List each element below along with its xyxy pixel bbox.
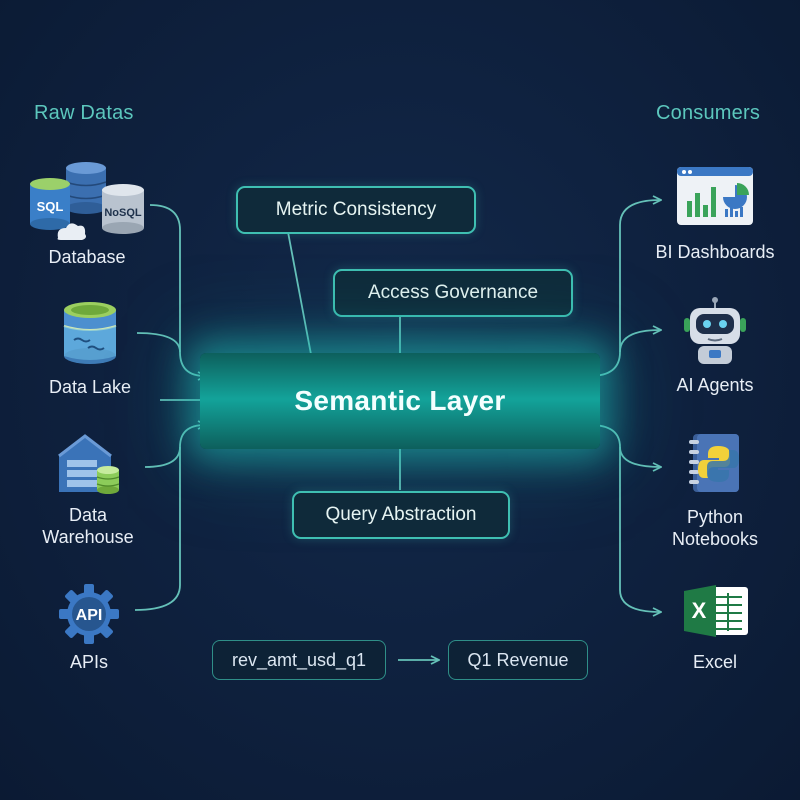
source-label: Database [48,247,126,267]
connector-data-lake [136,332,181,353]
source-label: Data Warehouse [42,505,134,547]
svg-text:SQL: SQL [37,199,64,214]
consumer-label: AI Agents [676,375,754,395]
consumer-python-notebooks: Python Notebooks [650,432,780,550]
python-notebook-icon [689,434,739,492]
source-apis: API APIs [34,583,144,673]
dashboard-icon [677,167,753,225]
semantic-layer-title: Semantic Layer [294,385,506,416]
raw-datas-title: Raw Datas [34,102,134,124]
consumer-bi-dashboards: BI Dashboards [640,165,790,263]
source-data-lake: Data Lake [40,300,140,398]
data-lake-icon [63,302,117,364]
svg-text:NoSQL: NoSQL [104,207,142,219]
consumer-label: Excel [692,652,737,672]
svg-text:X: X [692,598,707,623]
feature-access-governance: Access Governance [333,269,573,317]
consumers-title: Consumers [656,102,761,124]
data-warehouse-icon [58,434,120,494]
consumer-excel: X Excel [660,583,770,673]
source-label: Data Lake [48,377,132,397]
consumer-label: Python Notebooks [671,507,759,549]
source-label: APIs [69,652,108,672]
semantic-layer: Semantic Layer [200,353,600,449]
source-data-warehouse: Data Warehouse [28,432,148,548]
mapping-source-field: rev_amt_usd_q1 [212,640,386,680]
feature-query-abstraction: Query Abstraction [292,491,510,539]
connector-warehouse [144,425,205,468]
consumer-ai-agents: AI Agents [650,296,780,396]
database-icon: SQL NoSQL [30,162,144,240]
connector-metric [287,231,314,366]
consumer-label: BI Dashboards [655,242,775,262]
api-gear-icon: API [59,584,119,644]
svg-text:API: API [76,607,103,624]
mapping-target-field: Q1 Revenue [448,640,588,680]
feature-metric-consistency: Metric Consistency [236,186,476,234]
excel-icon: X [684,585,748,637]
source-database: SQL NoSQL Database [22,158,152,268]
robot-icon [684,297,746,364]
connector-database [149,204,205,376]
